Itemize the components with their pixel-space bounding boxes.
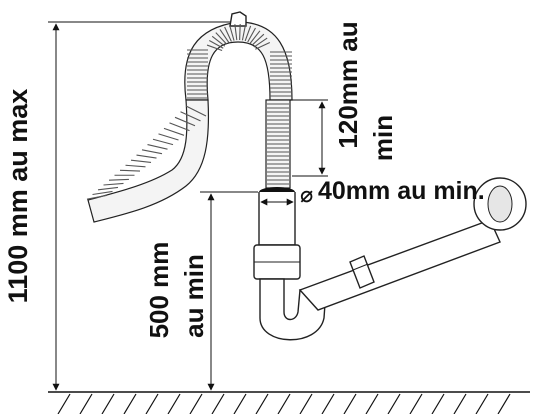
hose-rib [234, 24, 238, 41]
hose-rib [174, 116, 196, 127]
floor-hatch [321, 393, 335, 414]
floor-hatch [387, 393, 401, 414]
floor-hatch [233, 393, 247, 414]
max-height-dimension [48, 21, 235, 391]
floor-hatch [123, 393, 137, 414]
hose-rib [224, 26, 232, 42]
hose-rib [215, 32, 228, 45]
floor-hatch [189, 393, 203, 414]
hose-rib [206, 44, 223, 52]
hose-rib [92, 190, 113, 196]
floor-hatch [255, 393, 269, 414]
hose-rib [169, 122, 190, 132]
hose-rib [130, 159, 152, 164]
hose-rib [247, 27, 256, 43]
floor-hatch [277, 393, 291, 414]
hose-rib [251, 33, 265, 46]
immersion-label-line2: min [368, 115, 398, 161]
hose-rib [244, 25, 252, 42]
hose-rib [125, 164, 146, 168]
floor-hatching [57, 393, 511, 414]
floor-hatch [79, 393, 93, 414]
floor-hatch [167, 393, 181, 414]
floor-hatch [475, 393, 489, 414]
min-height-label-line1: 500 mm [144, 242, 174, 339]
hose-rib [119, 169, 141, 172]
floor-hatch [453, 393, 467, 414]
hose-rib [103, 182, 124, 186]
hose-rib [249, 30, 261, 44]
floor-hatch [431, 393, 445, 414]
hose-rib [163, 127, 185, 136]
floor-hatch [409, 393, 423, 414]
floor-hatch [343, 393, 357, 414]
hose-rib [97, 186, 119, 191]
floor-hatch [365, 393, 379, 414]
hose-rib [241, 24, 247, 41]
hose-rib [141, 149, 163, 155]
max-height-label: 1100 mm au max [3, 89, 33, 304]
floor-hatch [57, 393, 71, 414]
diameter-symbol: ⌀ [300, 182, 313, 207]
hose-rib [136, 154, 157, 159]
hose-rib [108, 178, 130, 181]
hose-rib [147, 144, 168, 150]
floor-hatch [211, 393, 225, 414]
floor [48, 391, 530, 414]
hose-rib [229, 25, 235, 41]
hose-rib [152, 138, 174, 146]
diameter-label: 40mm au min. [318, 177, 485, 205]
hose-rib [86, 194, 108, 200]
standpipe [253, 177, 527, 341]
floor-hatch [497, 393, 511, 414]
min-height-dimension [200, 191, 258, 391]
hose-hook [229, 11, 247, 27]
hose-rib [211, 35, 226, 47]
hose-rib [158, 133, 179, 141]
hose-rib [219, 29, 230, 44]
hose-rib [185, 105, 207, 117]
hose-rib [239, 24, 241, 41]
hose-rib [253, 37, 268, 48]
hose-rib [208, 40, 224, 49]
immersion-label-line1: 120mm au [333, 21, 363, 148]
floor-hatch [145, 393, 159, 414]
floor-hatch [299, 393, 313, 414]
immersion-dimension [290, 99, 328, 177]
hose-corrugation [86, 24, 292, 200]
hose-rib [255, 41, 271, 50]
min-height-label-line2: au min [179, 254, 209, 338]
hose-rib [180, 111, 201, 122]
floor-hatch [101, 393, 115, 414]
